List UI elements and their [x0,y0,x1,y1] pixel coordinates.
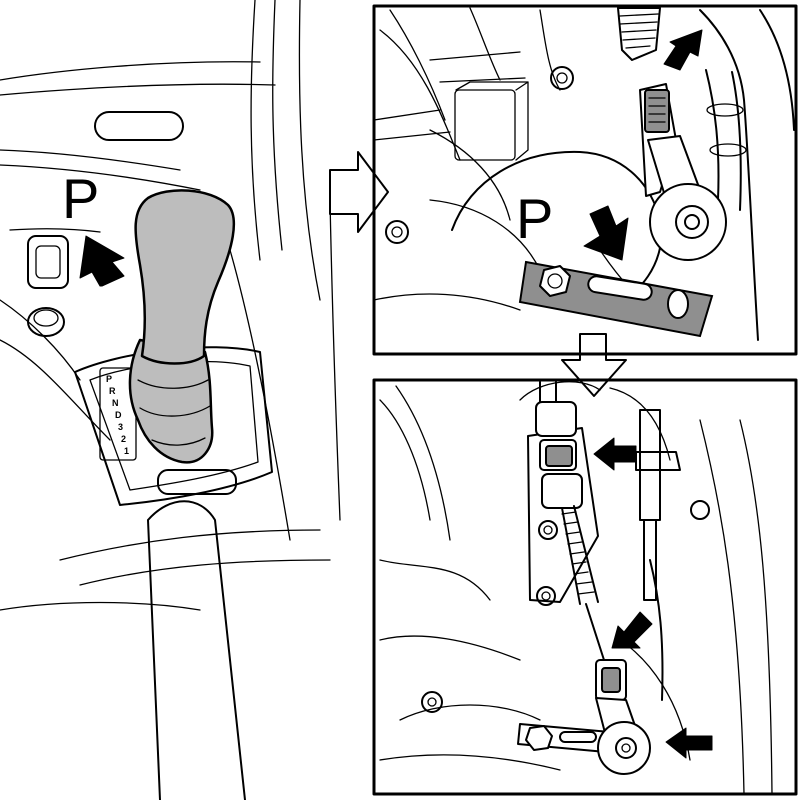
shift-lever-boot [128,338,214,464]
console-knob-small-ring [33,309,59,327]
shift-lever [128,189,236,464]
bottom-panel-bolt-b [421,691,443,713]
bottom-panel-left-arrow-icon [593,437,637,471]
top-panel: P [372,4,798,356]
bottom-panel-frame [372,378,798,796]
top-panel-frame [372,4,798,356]
shift-lever-boot-folds [137,379,211,446]
top-panel-bracket [454,89,516,161]
gate-letter-n: N [112,398,119,408]
bottom-panel-background-lines [379,381,773,795]
bracket-bolt-lower [536,586,556,606]
hollow-down-arrow-icon [561,333,627,397]
adjusting-plate [518,260,714,338]
gate-letter-d: D [115,410,122,420]
top-panel-down-arrow-icon [583,205,629,261]
transmission-housing [451,150,663,311]
lever-pivot [649,183,727,261]
bottom-panel-pivot-arrow-icon [665,727,713,759]
selector-lever-arm [639,83,727,261]
console-scene [0,0,341,800]
left-up-arrow-icon [79,235,125,287]
hollow-right-arrow-icon [329,151,389,233]
bracket-bolt-upper [538,520,558,540]
lower-plate-nut [525,725,553,751]
top-panel-bolt-a [550,66,574,90]
console-switch-upper-inner [35,245,61,279]
bottom-panel-down-left-arrow-icon [611,611,653,649]
adjusting-plate-hole [667,289,689,319]
top-cable-end [617,7,795,341]
console-bottom-slot [157,469,237,495]
shift-knob-collar [141,355,205,365]
gate-letter-1: 1 [124,446,129,456]
top-panel-park-label: P [516,187,553,250]
gate-letter-2: 2 [121,434,126,444]
cable-adjuster-nut [541,473,583,509]
lower-lever-pivot [597,721,651,775]
left-park-label: P [62,167,99,230]
bottom-panel-bolt-a [690,500,710,520]
cable-end-clip-grip [644,89,670,133]
console-knob-small [27,307,65,337]
adjusting-plate-nut [539,265,571,297]
top-panel-up-arrow-icon [663,29,703,71]
shift-bezel [74,346,273,506]
top-panel-bolt-b [385,220,409,244]
cable-upper-sleeve [535,401,577,437]
top-panel-background-lines [373,7,663,321]
adjusting-plate-slot [587,275,653,301]
gate-letter-p: P [106,374,112,384]
console-top-slot [94,111,184,141]
lower-plate-slot [559,731,597,743]
gate-letter-3: 3 [118,422,123,432]
armrest [147,500,246,800]
gate-letter-r: R [109,386,116,396]
shift-knob [134,189,236,365]
bottom-panel [372,378,798,796]
top-cable-spring-housing [617,7,661,61]
console-switch-upper [27,235,69,289]
